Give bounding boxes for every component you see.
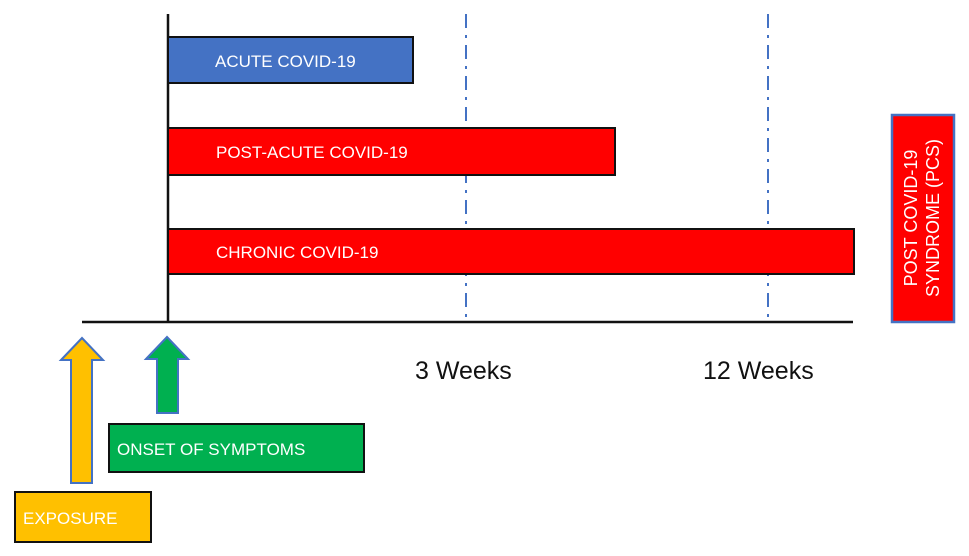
post-acute-bar-label: POST-ACUTE COVID-19	[216, 143, 408, 162]
onset-arrow-icon	[143, 335, 191, 414]
tick-label-12-weeks: 12 Weeks	[703, 357, 814, 385]
exposure-box: EXPOSURE	[14, 491, 152, 543]
acute-bar-rect	[167, 36, 414, 84]
pcs-box: POST COVID-19 SYNDROME (PCS)	[890, 113, 956, 324]
onset-of-symptoms-box: ONSET OF SYMPTOMS	[108, 423, 365, 473]
pcs-label-line1: POST COVID-19	[901, 150, 921, 287]
chronic-bar-rect	[167, 228, 855, 275]
chronic-bar-label: CHRONIC COVID-19	[216, 243, 378, 262]
onset-box-label: ONSET OF SYMPTOMS	[117, 440, 305, 459]
exposure-arrow-icon	[58, 336, 106, 484]
exposure-box-label: EXPOSURE	[23, 509, 117, 528]
acute-bar-label: ACUTE COVID-19	[215, 52, 356, 71]
post-acute-bar-rect	[167, 127, 616, 176]
pcs-label-line2: SYNDROME (PCS)	[923, 139, 943, 297]
acute-bar: ACUTE COVID-19	[167, 36, 414, 84]
onset-box-rect	[108, 423, 365, 473]
post-acute-bar: POST-ACUTE COVID-19	[167, 127, 616, 176]
pcs-box-rect	[890, 113, 956, 324]
tick-label-3-weeks: 3 Weeks	[415, 357, 512, 385]
exposure-box-rect	[14, 491, 152, 543]
chronic-bar: CHRONIC COVID-19	[167, 228, 855, 275]
